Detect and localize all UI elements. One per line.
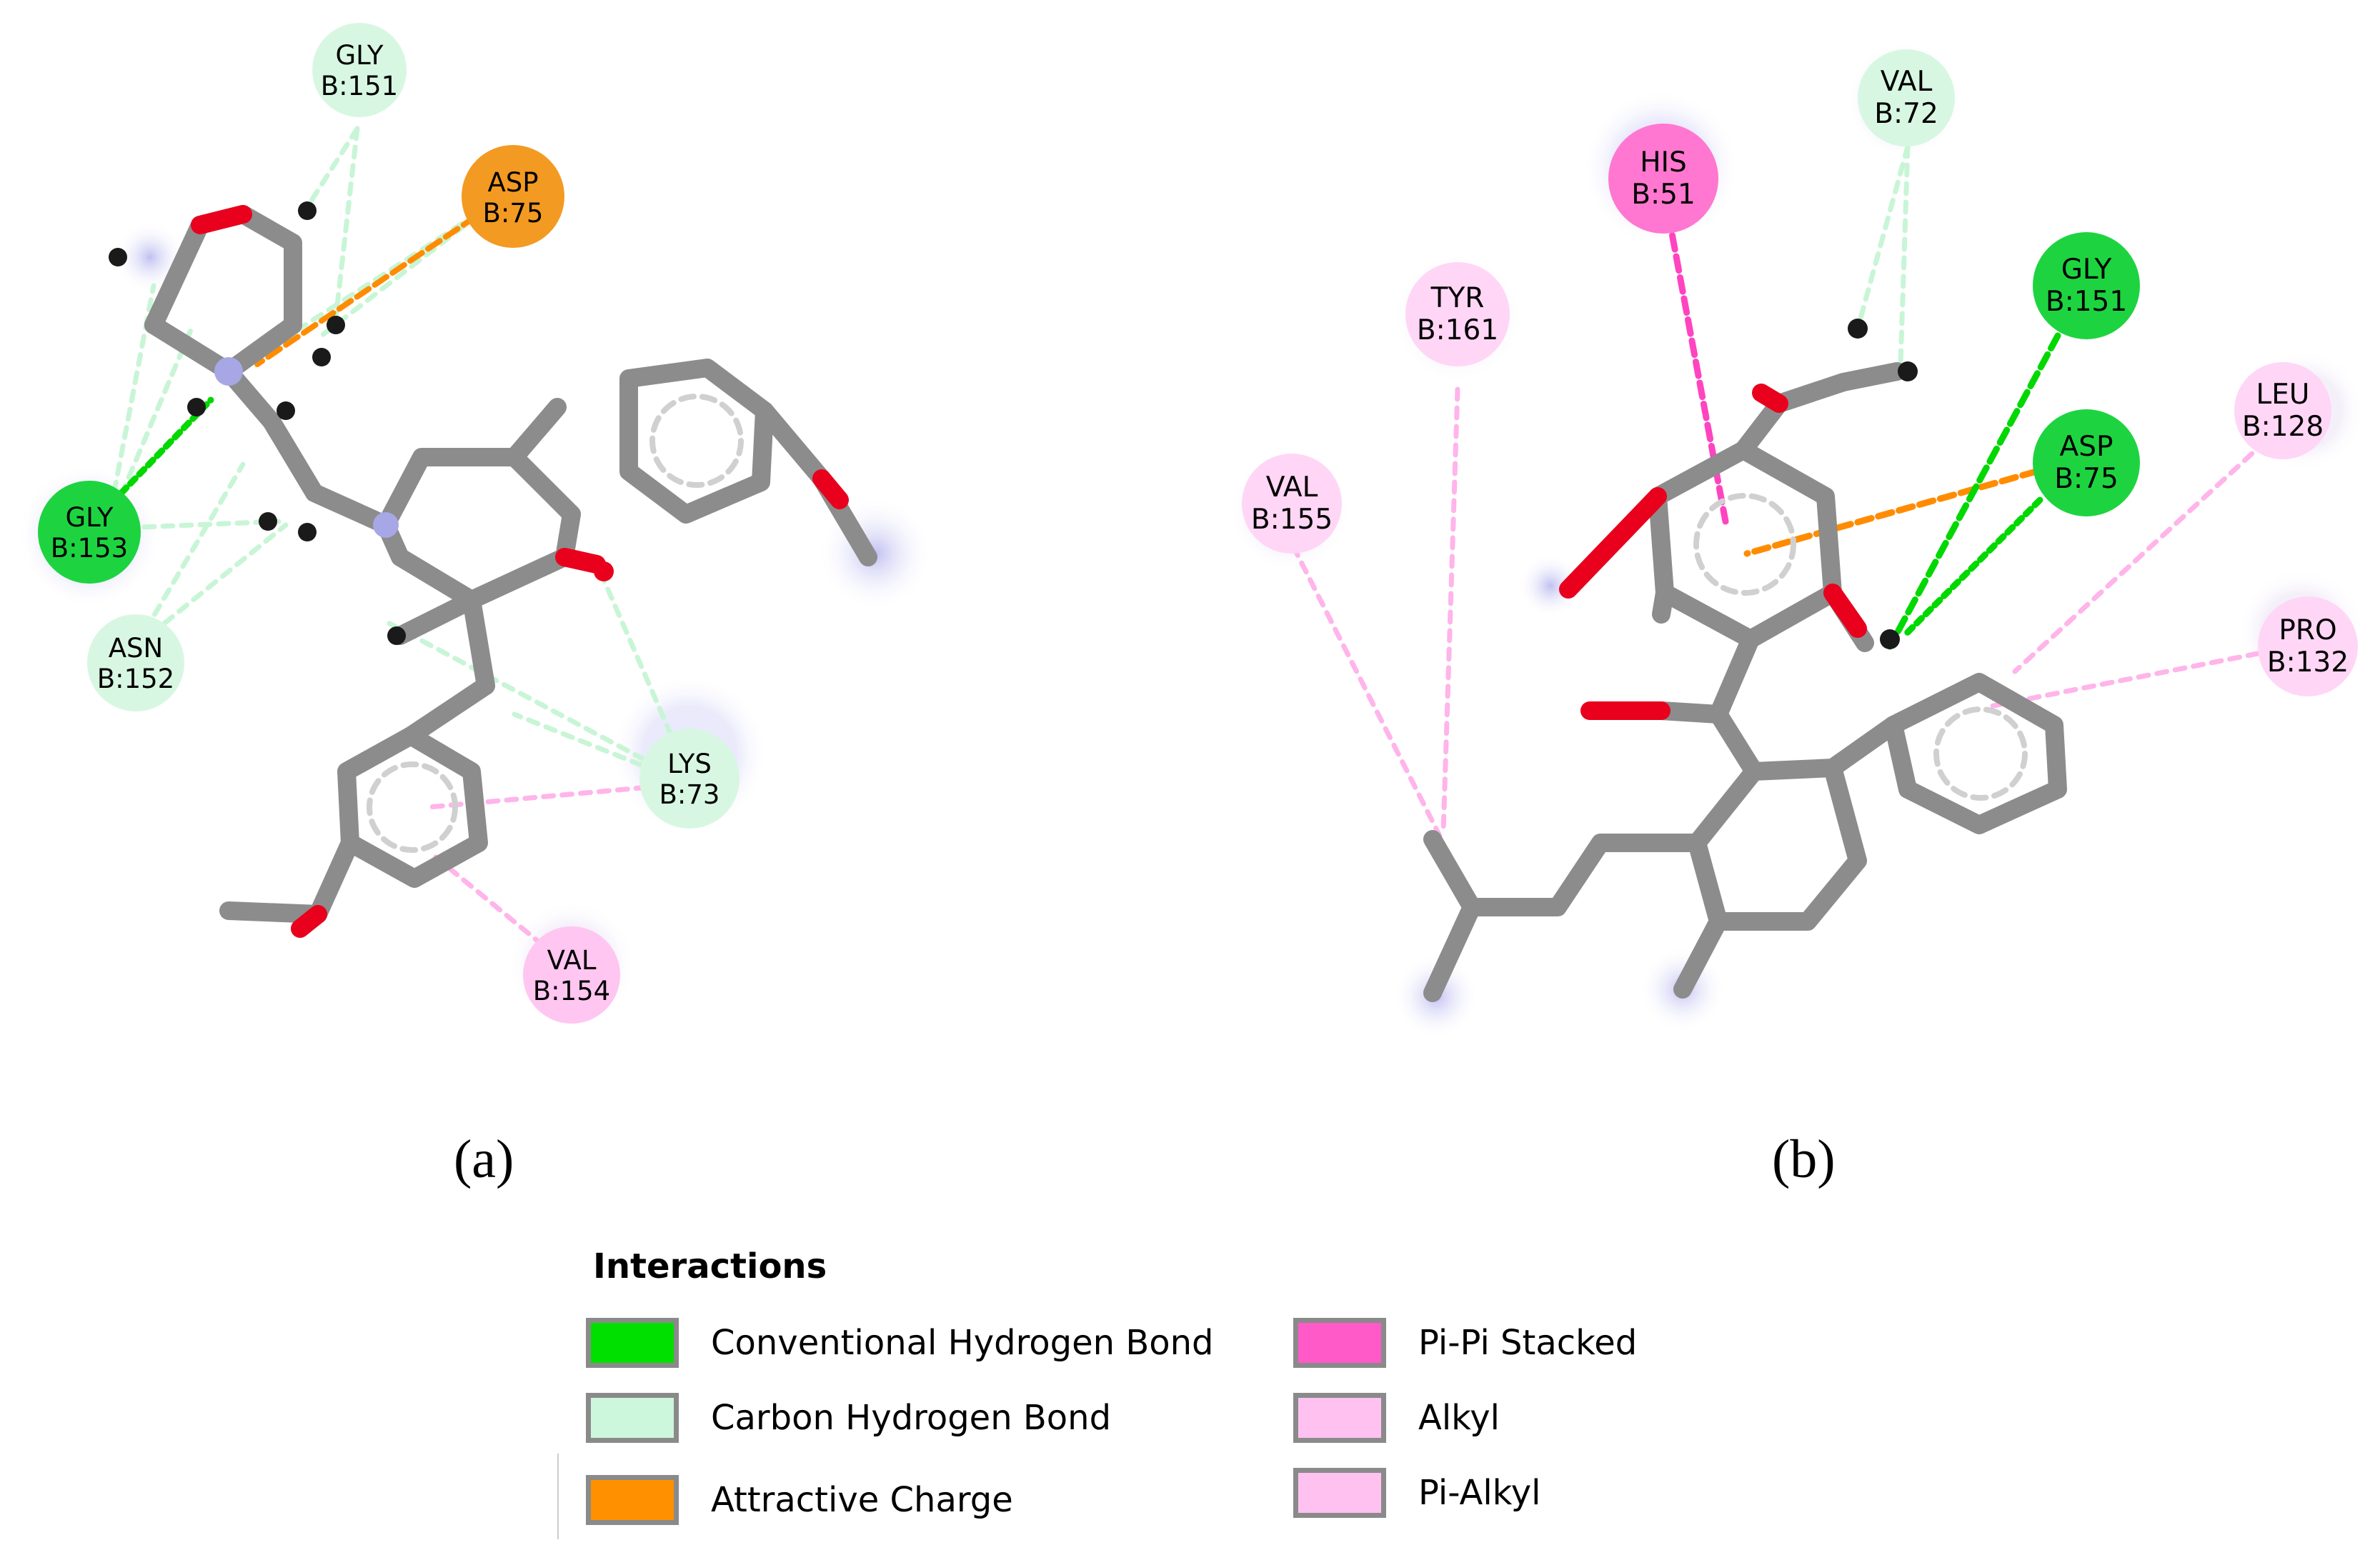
legend-divider — [557, 1454, 559, 1539]
legend-label: Pi-Alkyl — [1418, 1473, 1541, 1513]
residue-name: PRO — [2279, 614, 2336, 646]
legend-item-pi-alkyl: Pi-Alkyl — [1293, 1464, 1541, 1521]
legend-item-conventional-hbond: Conventional Hydrogen Bond — [586, 1314, 1214, 1371]
residue-name: ASP — [2060, 431, 2113, 463]
legend-swatch — [586, 1318, 679, 1368]
residue-id: B:73 — [659, 779, 720, 810]
residue-name: GLY — [66, 502, 114, 533]
residue-disc: ASP B:75 — [462, 145, 564, 248]
residue-disc: VAL B:72 — [1858, 49, 1955, 146]
legend-swatch — [586, 1475, 679, 1525]
residue-id: B:155 — [1251, 504, 1333, 536]
residue-name: LYS — [667, 749, 712, 779]
panel-b-molecule — [1229, 43, 2365, 1039]
residue-disc: TYR B:161 — [1405, 262, 1510, 366]
residue-disc: GLY B:151 — [2033, 232, 2140, 339]
legend-title: Interactions — [593, 1246, 827, 1286]
legend-label: Pi-Pi Stacked — [1418, 1323, 1638, 1363]
residue-name: ASP — [487, 167, 538, 198]
legend-swatch — [1293, 1318, 1386, 1368]
residue-disc: LEU B:128 — [2234, 362, 2331, 459]
residue-name: VAL — [1266, 471, 1318, 504]
legend-item-carbon-hbond: Carbon Hydrogen Bond — [586, 1389, 1111, 1446]
panel-a-molecule — [18, 126, 932, 1029]
residue-id: B:51 — [1631, 179, 1696, 211]
legend-label: Conventional Hydrogen Bond — [711, 1323, 1214, 1363]
residue-disc: PRO B:132 — [2258, 596, 2358, 696]
residue-disc: GLY B:151 — [312, 23, 407, 117]
residue-id: B:153 — [51, 533, 128, 564]
residue-disc: LYS B:73 — [639, 729, 740, 829]
residue-id: B:154 — [533, 976, 610, 1006]
residue-name: GLY — [336, 40, 384, 71]
residue-name: LEU — [2256, 379, 2310, 411]
legend: Interactions Conventional Hydrogen Bond … — [557, 1246, 1658, 1546]
residue-name: GLY — [2061, 254, 2112, 286]
legend-item-attractive-charge: Attractive Charge — [586, 1471, 1013, 1529]
legend-item-pi-pi-stacked: Pi-Pi Stacked — [1293, 1314, 1637, 1371]
legend-label: Alkyl — [1418, 1398, 1500, 1438]
residue-id: B:128 — [2242, 411, 2324, 443]
residue-id: B:75 — [483, 198, 544, 229]
legend-label: Carbon Hydrogen Bond — [711, 1398, 1112, 1438]
residue-name: HIS — [1640, 146, 1687, 179]
legend-swatch — [586, 1393, 679, 1443]
residue-disc: ASP B:75 — [2033, 409, 2140, 516]
panel-a-label: (a) — [454, 1129, 514, 1189]
residue-disc: GLY B:153 — [38, 481, 141, 584]
residue-id: B:161 — [1417, 314, 1498, 346]
residue-disc: ASN B:152 — [87, 614, 184, 711]
residue-disc: VAL B:154 — [523, 926, 620, 1024]
residue-name: VAL — [547, 945, 597, 976]
residue-name: TYR — [1430, 282, 1485, 314]
residue-disc: VAL B:155 — [1242, 454, 1342, 554]
residue-id: B:132 — [2267, 646, 2349, 679]
legend-label: Attractive Charge — [711, 1480, 1013, 1520]
residue-disc: HIS B:51 — [1608, 124, 1718, 234]
residue-id: B:151 — [2046, 286, 2127, 318]
residue-id: B:75 — [2054, 463, 2118, 495]
panel-b-label: (b) — [1772, 1129, 1836, 1189]
legend-swatch — [1293, 1393, 1386, 1443]
residue-name: VAL — [1881, 66, 1933, 98]
residue-id: B:151 — [321, 71, 398, 101]
legend-item-alkyl: Alkyl — [1293, 1389, 1500, 1446]
legend-swatch — [1293, 1468, 1386, 1518]
residue-id: B:152 — [97, 664, 174, 694]
residue-id: B:72 — [1874, 98, 1938, 130]
residue-name: ASN — [109, 633, 163, 664]
